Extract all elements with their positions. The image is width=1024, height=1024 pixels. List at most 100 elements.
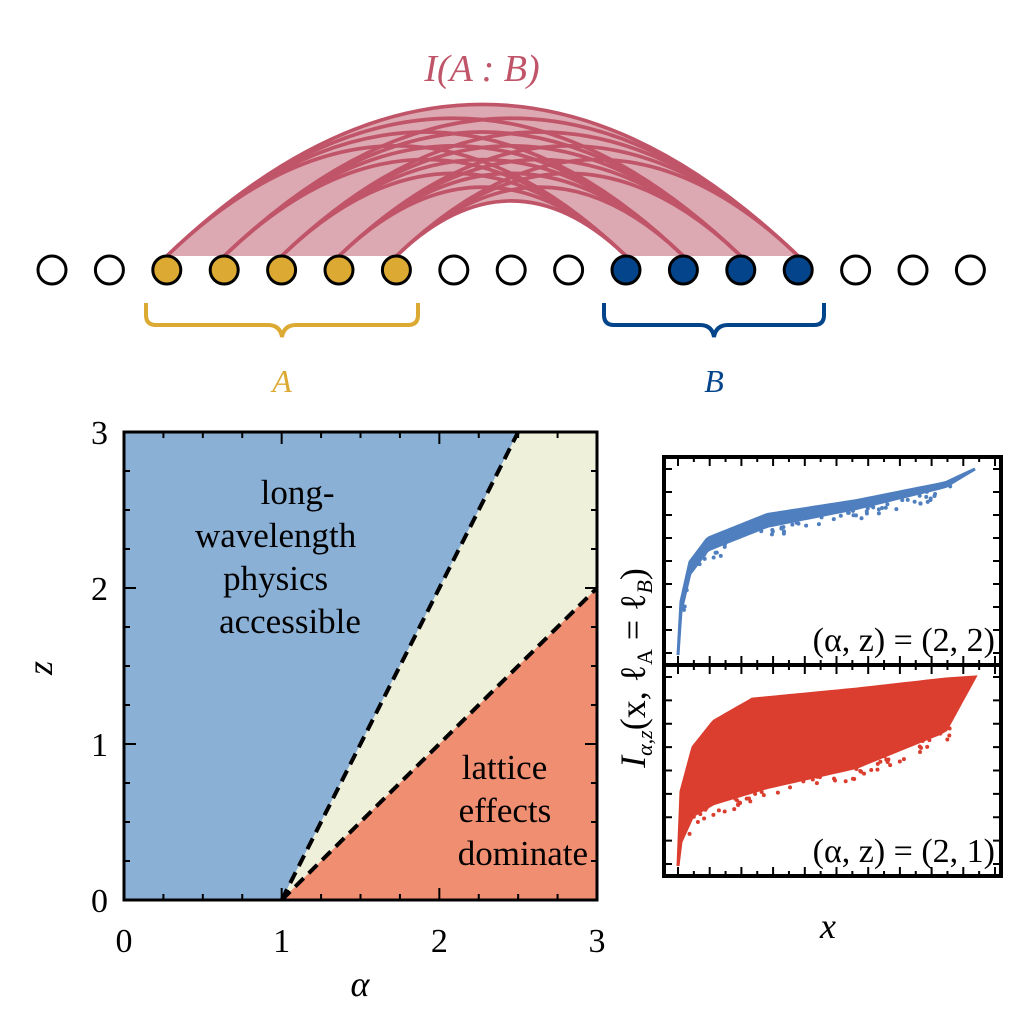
- ylabel-part: ): [613, 568, 653, 580]
- scatter-point: [718, 553, 723, 558]
- lattice-site: [553, 254, 585, 286]
- scatter-point: [933, 491, 938, 496]
- panel-label: (α, z) = (2, 1): [813, 833, 995, 870]
- scatter-point: [761, 793, 766, 798]
- scatter-point: [759, 790, 764, 795]
- lattice-sites: [36, 254, 986, 286]
- region-a-label: A: [270, 363, 292, 399]
- scatter-point: [843, 779, 848, 784]
- scatter-point: [702, 552, 707, 557]
- mutual-information-label: I(A : B): [423, 48, 539, 90]
- ylabel-part: A: [632, 649, 657, 665]
- scatter-point: [947, 726, 952, 731]
- lattice-site-b: [782, 254, 814, 286]
- region-label-line: physics: [223, 559, 328, 598]
- scatter-band: [676, 675, 978, 867]
- scatter-panel: (α, z) = (2, 2): [662, 455, 1003, 667]
- scatter-point: [817, 775, 822, 780]
- scatter-point: [732, 807, 737, 812]
- scatter-point: [790, 522, 795, 527]
- scatter-point: [859, 516, 864, 521]
- scatter-point: [746, 796, 751, 801]
- scatter-point: [816, 522, 821, 527]
- scatter-point: [917, 493, 922, 498]
- scatter-panels: (α, z) = (2, 2) (α, z) = (2, 1): [662, 455, 1003, 878]
- scatter-point: [905, 497, 910, 502]
- scatter-point: [722, 809, 727, 814]
- scatter-point: [804, 523, 809, 528]
- x-tick-label: 1: [273, 923, 290, 960]
- scatter-point: [918, 749, 923, 754]
- scatter-point: [876, 507, 881, 512]
- scatter-point: [948, 484, 953, 489]
- scatter-point: [869, 767, 874, 772]
- scatter-point: [794, 520, 799, 525]
- scatter-point: [897, 759, 902, 764]
- lattice-site-b: [667, 254, 699, 286]
- scatter-point: [781, 531, 786, 536]
- scatter-point: [928, 496, 933, 501]
- scatter-point: [702, 816, 707, 821]
- ylabel-part: (x, ℓ: [613, 665, 653, 730]
- scatter-point: [918, 501, 923, 506]
- region-label-line: lattice: [462, 748, 548, 787]
- y-tick-label: 3: [91, 415, 108, 452]
- region-label-line: long-: [261, 473, 335, 512]
- scatter-point: [924, 494, 929, 499]
- scatter-band: [676, 467, 976, 656]
- panel-label: (α, z) = (2, 2): [813, 622, 995, 659]
- lattice-site: [840, 254, 872, 286]
- scatter-point: [850, 776, 855, 781]
- region-label-line: dominate: [458, 834, 588, 873]
- scatter-point: [854, 767, 859, 772]
- region-label-lattice: lattice effects dominate: [458, 748, 588, 873]
- mutual-information-arc: [395, 158, 800, 258]
- y-tick-label: 0: [91, 883, 108, 920]
- lattice-site: [438, 254, 470, 286]
- lattice-site-a: [323, 254, 355, 286]
- scatter-panel: (α, z) = (2, 1): [662, 663, 1003, 878]
- scatter-point: [759, 529, 764, 534]
- lattice-site-a: [151, 254, 183, 286]
- brace-a: [144, 303, 420, 338]
- scatter-point: [697, 562, 702, 567]
- scatter-point: [691, 814, 696, 819]
- scatter-point: [698, 812, 703, 817]
- scatter-point: [695, 820, 700, 825]
- brace-b: [602, 303, 826, 338]
- ylabel-part: I: [613, 754, 653, 769]
- phase-frame: [122, 430, 599, 902]
- scatter-point: [865, 506, 870, 511]
- scatter-point: [831, 517, 836, 522]
- scatter-point: [871, 505, 876, 510]
- scatter-point: [832, 776, 837, 781]
- scatter-point: [814, 781, 819, 786]
- scatter-point: [801, 779, 806, 784]
- scatter-point: [883, 505, 888, 510]
- lattice-site: [93, 254, 125, 286]
- scatter-point: [885, 759, 890, 764]
- scatter-point: [838, 513, 843, 518]
- y-tick-label: 2: [91, 571, 108, 608]
- scatter-point: [875, 767, 880, 772]
- scatter-point: [924, 489, 929, 494]
- scatter-point: [738, 800, 743, 805]
- lattice-site: [897, 254, 929, 286]
- scatter-point: [770, 527, 775, 532]
- ylabel-part: = ℓ: [613, 594, 653, 650]
- lattice-site-a: [208, 254, 240, 286]
- scatter-point: [682, 604, 687, 609]
- scatter-point: [788, 785, 793, 790]
- scatter-point: [684, 588, 689, 593]
- scatter-point: [862, 771, 867, 776]
- scatter-point: [880, 506, 885, 511]
- scatter-point: [875, 761, 880, 766]
- region-label-long-wavelength: long- wavelength physics accessible: [195, 473, 365, 641]
- scatter-point: [704, 805, 709, 810]
- scatter-point: [810, 777, 815, 782]
- scatter-point: [882, 754, 887, 759]
- scatter-point: [901, 757, 906, 762]
- scatter-point: [711, 812, 716, 817]
- region-b-label: B: [704, 363, 724, 399]
